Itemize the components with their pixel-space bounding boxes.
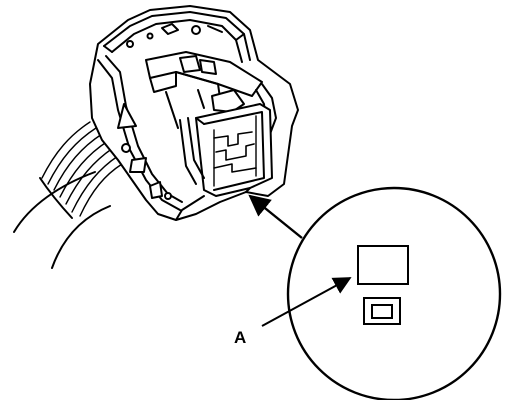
detail-callout: A: [234, 186, 502, 400]
connector-body: [89, 5, 299, 221]
detail-pointer-arrow: [248, 194, 303, 239]
lock-indicator-inner: [371, 304, 393, 319]
key-triangle: [117, 103, 137, 129]
wire-harness: [13, 121, 123, 269]
label-window: [357, 245, 409, 285]
callout-label-a: A: [234, 328, 246, 347]
harness-sheath-bottom: [51, 205, 111, 269]
harness-tape-end: [39, 177, 73, 219]
harness-sheath-top: [13, 171, 96, 233]
callout-leader-line: [261, 277, 352, 327]
side-channel: [261, 83, 277, 135]
housing-top-block: [145, 51, 263, 97]
terminal-face: [195, 103, 273, 197]
magnified-view-circle: [286, 186, 502, 400]
